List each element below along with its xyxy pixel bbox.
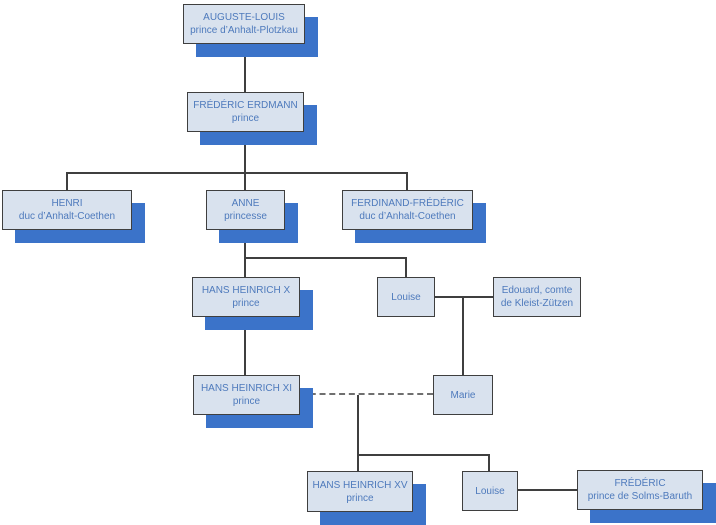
connector-line bbox=[462, 297, 464, 375]
person-title: de Kleist-Zützen bbox=[500, 298, 574, 309]
connector-line bbox=[488, 454, 490, 471]
person-name: HANS HEINRICH X bbox=[201, 285, 291, 296]
connector-line bbox=[244, 230, 246, 277]
node-hans-heinrich-x[interactable]: HANS HEINRICH X prince bbox=[192, 277, 300, 317]
connector-rail bbox=[357, 454, 490, 456]
person-title: duc d’Anhalt-Coethen bbox=[18, 211, 116, 222]
connector-rail bbox=[66, 172, 408, 174]
connector-line bbox=[405, 257, 407, 277]
person-name: Marie bbox=[450, 389, 476, 401]
person-title: prince de Solms-Baruth bbox=[587, 491, 693, 502]
person-title: prince bbox=[346, 492, 374, 504]
person-title: duc d’Anhalt-Coethen bbox=[359, 211, 456, 222]
person-name: Louise bbox=[475, 485, 505, 497]
connector-line bbox=[357, 395, 359, 472]
person-name: Louise bbox=[391, 291, 421, 303]
person-title: prince bbox=[232, 298, 260, 309]
node-hans-heinrich-xv[interactable]: HANS HEINRICH XV prince bbox=[307, 471, 413, 512]
node-edouard-de-kleist-zutzen[interactable]: Edouard, comte de Kleist-Zützen bbox=[493, 277, 581, 317]
person-title: prince bbox=[231, 113, 260, 124]
person-title: princesse bbox=[224, 211, 267, 222]
person-title: prince bbox=[232, 396, 261, 407]
node-ferdinand-frederic[interactable]: FERDINAND-FRÉDÉRIC duc d’Anhalt-Coethen bbox=[342, 190, 473, 230]
connector-line bbox=[244, 132, 246, 190]
connector-line bbox=[66, 172, 68, 190]
marriage-line bbox=[518, 489, 577, 491]
connector-line bbox=[244, 44, 246, 92]
node-auguste-louis[interactable]: AUGUSTE-LOUIS prince d’Anhalt-Plotzkau bbox=[183, 4, 305, 44]
person-name: ANNE bbox=[231, 198, 260, 209]
person-name: HENRI bbox=[51, 198, 83, 209]
person-title: prince d’Anhalt-Plotzkau bbox=[190, 25, 298, 36]
connector-rail bbox=[244, 257, 407, 259]
person-name: HANS HEINRICH XI bbox=[200, 383, 293, 394]
connector-line bbox=[406, 172, 408, 190]
node-louise[interactable]: Louise bbox=[377, 277, 435, 317]
node-marie[interactable]: Marie bbox=[433, 375, 493, 415]
person-name: AUGUSTE-LOUIS bbox=[203, 12, 285, 23]
node-louise-2[interactable]: Louise bbox=[462, 471, 518, 511]
person-name: Edouard, comte bbox=[501, 285, 573, 296]
connector-line bbox=[244, 317, 246, 375]
node-hans-heinrich-xi[interactable]: HANS HEINRICH XI prince bbox=[193, 375, 300, 415]
person-name: FRÉDÉRIC ERDMANN bbox=[193, 100, 298, 111]
person-name: FERDINAND-FRÉDÉRIC bbox=[351, 198, 464, 209]
node-frederic-solms-baruth[interactable]: FRÉDÉRIC prince de Solms-Baruth bbox=[577, 470, 703, 510]
person-name: HANS HEINRICH XV bbox=[312, 479, 408, 491]
node-henri[interactable]: HENRI duc d’Anhalt-Coethen bbox=[2, 190, 132, 230]
node-frederic-erdmann[interactable]: FRÉDÉRIC ERDMANN prince bbox=[187, 92, 304, 132]
node-anne[interactable]: ANNE princesse bbox=[206, 190, 285, 230]
dashed-marriage-line bbox=[300, 393, 433, 395]
person-name: FRÉDÉRIC bbox=[614, 478, 666, 489]
marriage-line bbox=[435, 296, 493, 298]
